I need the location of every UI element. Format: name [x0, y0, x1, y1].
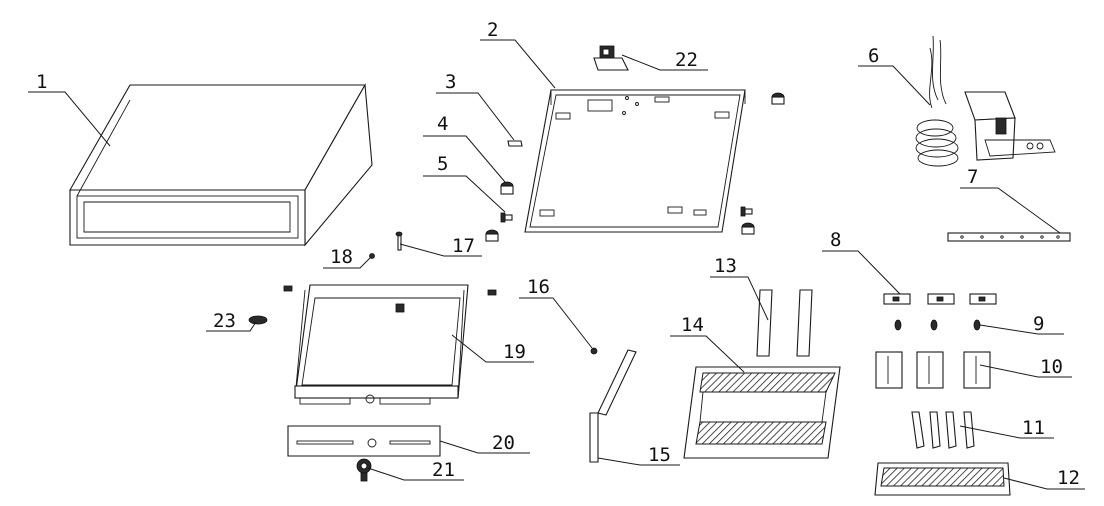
callout-12: 12 — [1057, 467, 1080, 489]
part-16-small-knob — [590, 347, 598, 355]
part-21-lock — [356, 458, 372, 482]
callout-20: 20 — [492, 432, 515, 454]
part-3-small-clip — [507, 140, 523, 147]
part-9-nut — [894, 319, 981, 331]
part-19-drawer — [283, 284, 497, 405]
part-18-washer — [369, 253, 375, 259]
callout-7: 7 — [967, 166, 978, 188]
callout-15: 15 — [648, 444, 671, 466]
part-12-heating-tray — [874, 462, 1011, 496]
part-7-bracket-strip — [947, 232, 1071, 242]
callout-3: 3 — [445, 71, 456, 93]
leader-lines — [28, 39, 1085, 490]
part-10-lamp-holder — [875, 351, 991, 389]
part-17-screw — [395, 231, 403, 251]
part-1-outer-housing — [69, 83, 373, 247]
callout-22: 22 — [675, 49, 698, 71]
callout-21: 21 — [432, 459, 455, 481]
part-13-side-panel — [756, 289, 813, 357]
part-23-small-grille — [248, 315, 268, 325]
part-22-switch — [593, 45, 629, 71]
part-5-screw — [500, 206, 753, 223]
callout-16: 16 — [527, 276, 550, 298]
callout-9: 9 — [1033, 313, 1044, 335]
callout-4: 4 — [437, 113, 448, 135]
callout-19: 19 — [503, 341, 526, 363]
callout-8: 8 — [830, 229, 841, 251]
callout-10: 10 — [1040, 356, 1063, 378]
callout-numbers: 1 2 3 4 5 6 7 8 9 10 11 12 13 14 15 16 1… — [36, 19, 1080, 489]
part-2-base-plate — [524, 89, 746, 233]
part-14-heating-tray — [683, 366, 841, 459]
part-6-heating-element-assembly — [915, 35, 1056, 167]
part-11-blade — [911, 411, 975, 449]
callout-5: 5 — [437, 153, 448, 175]
callout-13: 13 — [714, 255, 737, 277]
part-8-mounting-clip — [883, 293, 997, 305]
part-4-rubber-foot — [485, 92, 785, 242]
callout-1: 1 — [36, 71, 47, 93]
callout-6: 6 — [868, 45, 879, 67]
callout-14: 14 — [681, 314, 704, 336]
part-15-support-bar — [589, 349, 637, 463]
callout-2: 2 — [487, 19, 498, 41]
part-20-front-panel — [287, 425, 441, 457]
callout-23: 23 — [213, 310, 236, 332]
callout-18: 18 — [330, 246, 353, 268]
callout-17: 17 — [452, 235, 475, 257]
callout-11: 11 — [1022, 417, 1045, 439]
